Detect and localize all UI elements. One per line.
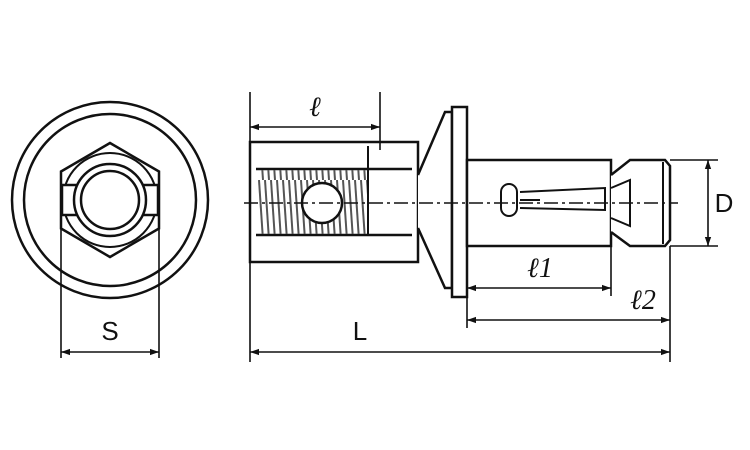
hex-nut-outline [59,141,161,259]
bore-ring-outer [72,162,148,238]
washer [450,105,469,299]
end-view [10,100,210,358]
flange-inner-circle [22,112,198,288]
sleeve-slit [519,186,606,212]
diameter-label: D [715,188,734,218]
overall-length-label: L [353,316,367,346]
bore-ring-inner [79,169,141,231]
hex-body [248,140,420,264]
thread-length-label: ℓ [309,92,321,123]
sleeve-length-label: ℓ1 [527,253,553,284]
dimension-lines [249,92,718,362]
dimension-labels: ℓ S L ℓ1 ℓ2 D [101,92,733,346]
tip-length-label: ℓ2 [630,285,656,316]
width-across-flats-label: S [101,316,118,346]
cone-head [416,110,454,290]
flange-outer-circle [10,100,210,300]
side-view [244,105,678,299]
sleeve-slot [500,183,518,217]
